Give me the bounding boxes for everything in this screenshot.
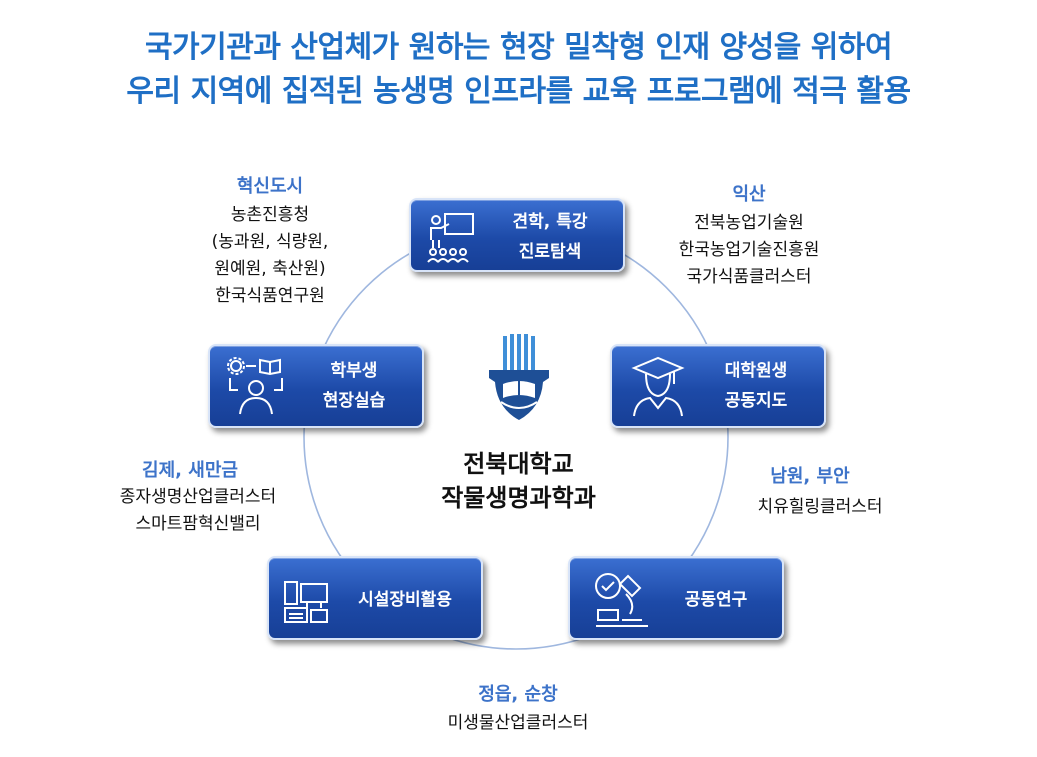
institution-line: (농과원, 식량원, <box>211 232 329 252</box>
microscope-research-icon <box>592 570 652 628</box>
region-label-gimje: 김제, 새만금 <box>142 460 238 481</box>
program-box-undergraduate: 학부생 현장실습 <box>208 344 424 428</box>
lecture-audience-icon <box>423 210 477 264</box>
center-title-department: 작물생명과학과 <box>441 484 596 512</box>
program-box-field-trip: 견학, 특강 진로탐색 <box>409 198 625 272</box>
program-label-line-2: 현장실습 <box>322 391 386 411</box>
student-gear-book-icon <box>226 356 286 418</box>
institution-line: 치유힐링클러스터 <box>757 497 883 517</box>
graduate-cap-icon <box>630 354 686 418</box>
program-box-graduate: 대학원생 공동지도 <box>610 344 826 428</box>
institution-line: 한국식품연구원 <box>215 286 325 306</box>
institution-line: 농촌진흥청 <box>230 205 310 225</box>
institution-line: 스마트팜혁신밸리 <box>135 514 261 534</box>
region-label-jeongeup: 정읍, 순창 <box>478 684 558 705</box>
university-emblem-icon <box>483 334 555 428</box>
center-title-university: 전북대학교 <box>463 450 574 478</box>
program-label-line-1: 공동연구 <box>684 590 748 610</box>
region-institutions-namwon: 치유힐링클러스터 <box>725 494 915 521</box>
institution-line: 한국농업기술진흥원 <box>678 240 820 260</box>
program-label-line-1: 견학, 특강 <box>512 212 588 232</box>
region-label-iksan: 익산 <box>732 184 766 205</box>
lab-equipment-icon <box>283 580 331 624</box>
headline-line-1: 국가기관과 산업체가 원하는 현장 밀착형 인재 양성을 위하여 <box>144 30 893 65</box>
institution-line: 미생물산업클러스터 <box>447 713 589 733</box>
institution-line: 종자생명산업클러스터 <box>119 487 277 507</box>
region-institutions-gimje: 종자생명산업클러스터 스마트팜혁신밸리 <box>88 484 308 538</box>
region-institutions-iksan: 전북농업기술원 한국농업기술진흥원 국가식품클러스터 <box>654 210 844 291</box>
region-institutions-jeongeup: 미생물산업클러스터 <box>418 710 618 737</box>
region-label-namwon: 남원, 부안 <box>770 466 850 487</box>
region-label-hyeoksin: 혁신도시 <box>236 176 304 197</box>
program-label-line-1: 학부생 <box>330 361 378 381</box>
program-label-line-1: 대학원생 <box>724 361 788 381</box>
institution-line: 원예원, 축산원) <box>214 259 326 279</box>
headline-line-2: 우리 지역에 집적된 농생명 인프라를 교육 프로그램에 적극 활용 <box>126 74 911 109</box>
program-box-equipment: 시설장비활용 <box>267 556 483 640</box>
program-label-line-2: 진로탐색 <box>518 242 582 262</box>
program-label-line-1: 시설장비활용 <box>358 590 452 610</box>
institution-line: 전북농업기술원 <box>694 213 804 233</box>
program-label-line-2: 공동지도 <box>724 391 788 411</box>
institution-line: 국가식품클러스터 <box>686 267 812 287</box>
region-institutions-hyeoksin: 농촌진흥청 (농과원, 식량원, 원예원, 축산원) 한국식품연구원 <box>185 202 355 310</box>
program-box-research: 공동연구 <box>568 556 784 640</box>
